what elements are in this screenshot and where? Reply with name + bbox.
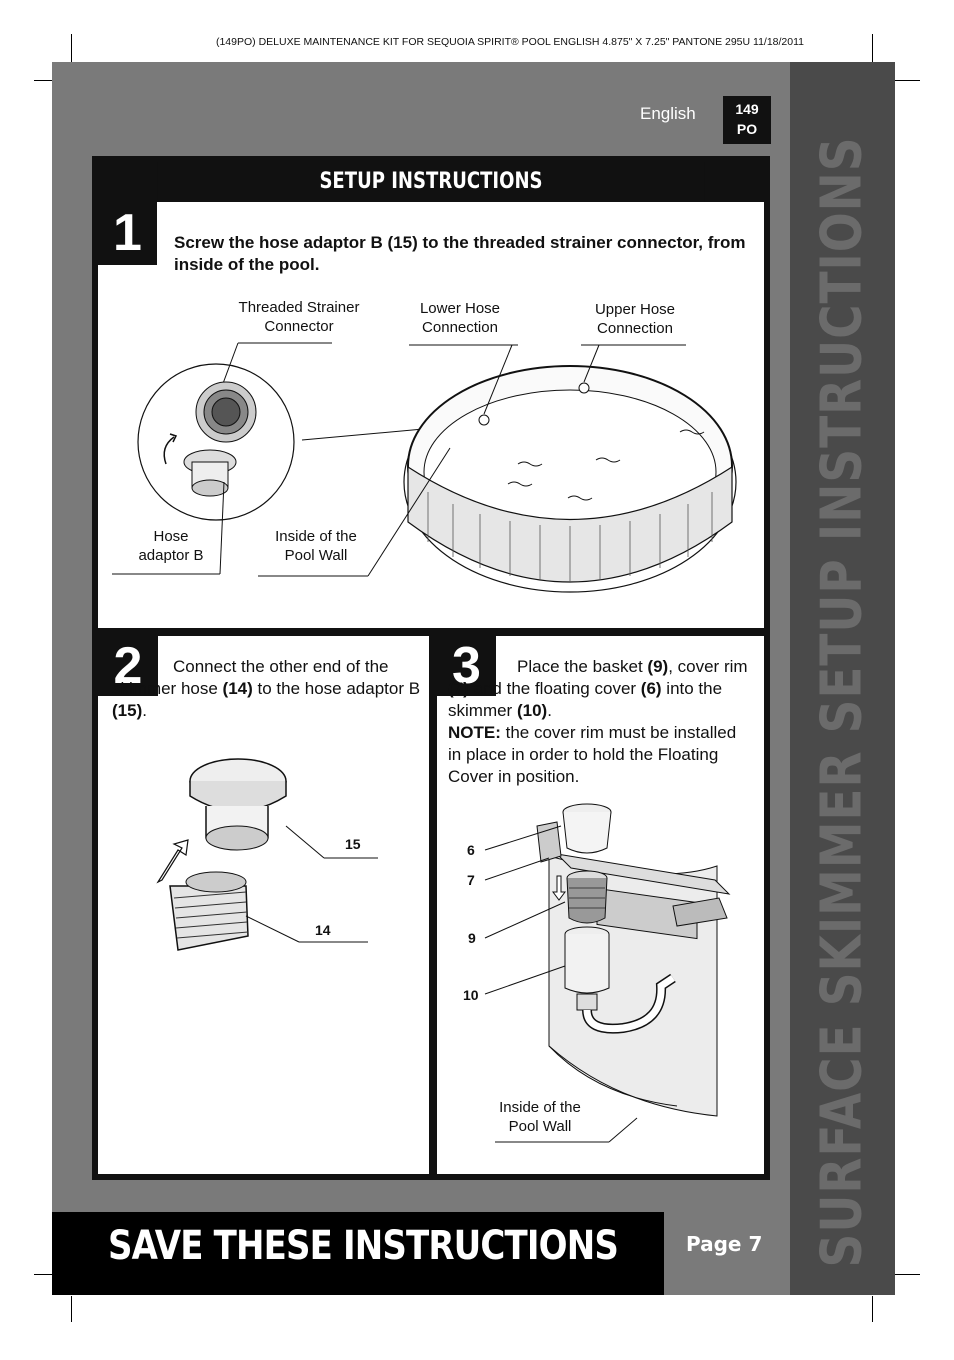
text-run: Place the basket xyxy=(517,657,648,676)
skimmer-diagram xyxy=(484,803,731,1143)
label-line: Lower Hose xyxy=(419,300,501,317)
text-run: into the skimmer xyxy=(448,679,723,720)
step-1-panel: 1 Screw the hose adaptor B (15) to the t… xyxy=(98,202,764,628)
bold-run: (6) xyxy=(640,679,662,698)
crop-mark xyxy=(872,34,873,74)
print-header: (149PO) DELUXE MAINTENANCE KIT FOR SEQUO… xyxy=(215,36,805,48)
bold-run: (10) xyxy=(516,701,548,720)
label-line: Connection xyxy=(597,320,673,337)
save-instructions-banner: SAVE THESE INSTRUCTIONS xyxy=(108,1223,619,1269)
part-14-label: 14 xyxy=(315,922,331,938)
step-number: 3 xyxy=(437,636,496,696)
crop-mark xyxy=(890,80,920,81)
language-label: English xyxy=(640,104,696,123)
note-text: the cover rim must be installed in place… xyxy=(448,723,737,786)
side-band: SURFACE SKIMMER SETUP INSTRUCTIONS xyxy=(790,62,895,1295)
step-number: 2 xyxy=(98,636,158,696)
part-10-label: 10 xyxy=(463,987,479,1003)
hose-adaptor-label: Hose adaptor B xyxy=(126,527,216,565)
page-number: Page 7 xyxy=(686,1232,763,1256)
text-run: and the floating cover xyxy=(468,679,641,698)
label-line: Connector xyxy=(264,318,334,335)
code-badge-line2: PO xyxy=(736,121,758,137)
bold-run: (9) xyxy=(647,657,669,676)
text-run: to the hose adaptor B xyxy=(252,679,421,698)
crop-mark xyxy=(890,1274,920,1275)
label-line: adaptor B xyxy=(138,547,204,564)
part-9-label: 9 xyxy=(468,930,476,946)
step-3-panel: 3 Place the basket (9), cover rim (7) an… xyxy=(437,636,764,1174)
inside-wall-label: Inside of the Pool Wall xyxy=(481,1098,599,1136)
label-line: Pool Wall xyxy=(284,547,348,564)
inside-wall-label: Inside of the Pool Wall xyxy=(256,527,376,565)
crop-mark xyxy=(71,1296,72,1322)
bold-run: (15) xyxy=(112,701,143,720)
upper-hose-label: Upper Hose Connection xyxy=(575,300,695,338)
text-run: . xyxy=(547,701,552,720)
label-line: Pool Wall xyxy=(508,1118,572,1135)
label-line: Inside of the xyxy=(275,528,357,545)
text-run: Connect the other end of the skimmer hos… xyxy=(112,657,389,698)
crop-mark xyxy=(34,1274,64,1275)
text-run: , cover rim xyxy=(668,657,748,676)
step-2-text: Connect the other end of the skimmer hos… xyxy=(112,656,422,722)
pool-diagram xyxy=(112,342,737,593)
crop-mark xyxy=(34,80,64,81)
label-line: Upper Hose xyxy=(594,301,676,318)
code-badge-line1: 149 xyxy=(735,101,759,117)
label-line: Inside of the xyxy=(499,1099,581,1116)
section-title: SETUP INSTRUCTIONS xyxy=(157,162,705,202)
step-number: 1 xyxy=(98,202,157,265)
threaded-strainer-label: Threaded Strainer Connector xyxy=(224,298,374,336)
crop-mark xyxy=(71,34,72,74)
crop-mark xyxy=(872,1296,873,1322)
step-2-panel: 2 Connect the other end of the skimmer h… xyxy=(98,636,429,1174)
label-line: Connection xyxy=(422,319,498,336)
step-1-text: Screw the hose adaptor B (15) to the thr… xyxy=(174,233,746,274)
lower-hose-label: Lower Hose Connection xyxy=(400,299,520,337)
part-7-label: 7 xyxy=(467,872,475,888)
text-run: . xyxy=(142,701,147,720)
hose-diagram xyxy=(156,758,378,951)
note-label: NOTE: xyxy=(448,723,501,742)
step-3-text: Place the basket (9), cover rim (7) and … xyxy=(448,656,754,788)
label-line: Threaded Strainer xyxy=(238,299,360,316)
bold-run: (14) xyxy=(222,679,253,698)
side-title: SURFACE SKIMMER SETUP INSTRUCTIONS xyxy=(809,136,875,1268)
bold-run: (7) xyxy=(448,679,469,698)
part-15-label: 15 xyxy=(345,836,361,852)
label-line: Hose xyxy=(153,528,189,545)
footer-bar xyxy=(52,1212,664,1295)
part-6-label: 6 xyxy=(467,842,475,858)
code-badge: 149 PO xyxy=(723,96,771,144)
